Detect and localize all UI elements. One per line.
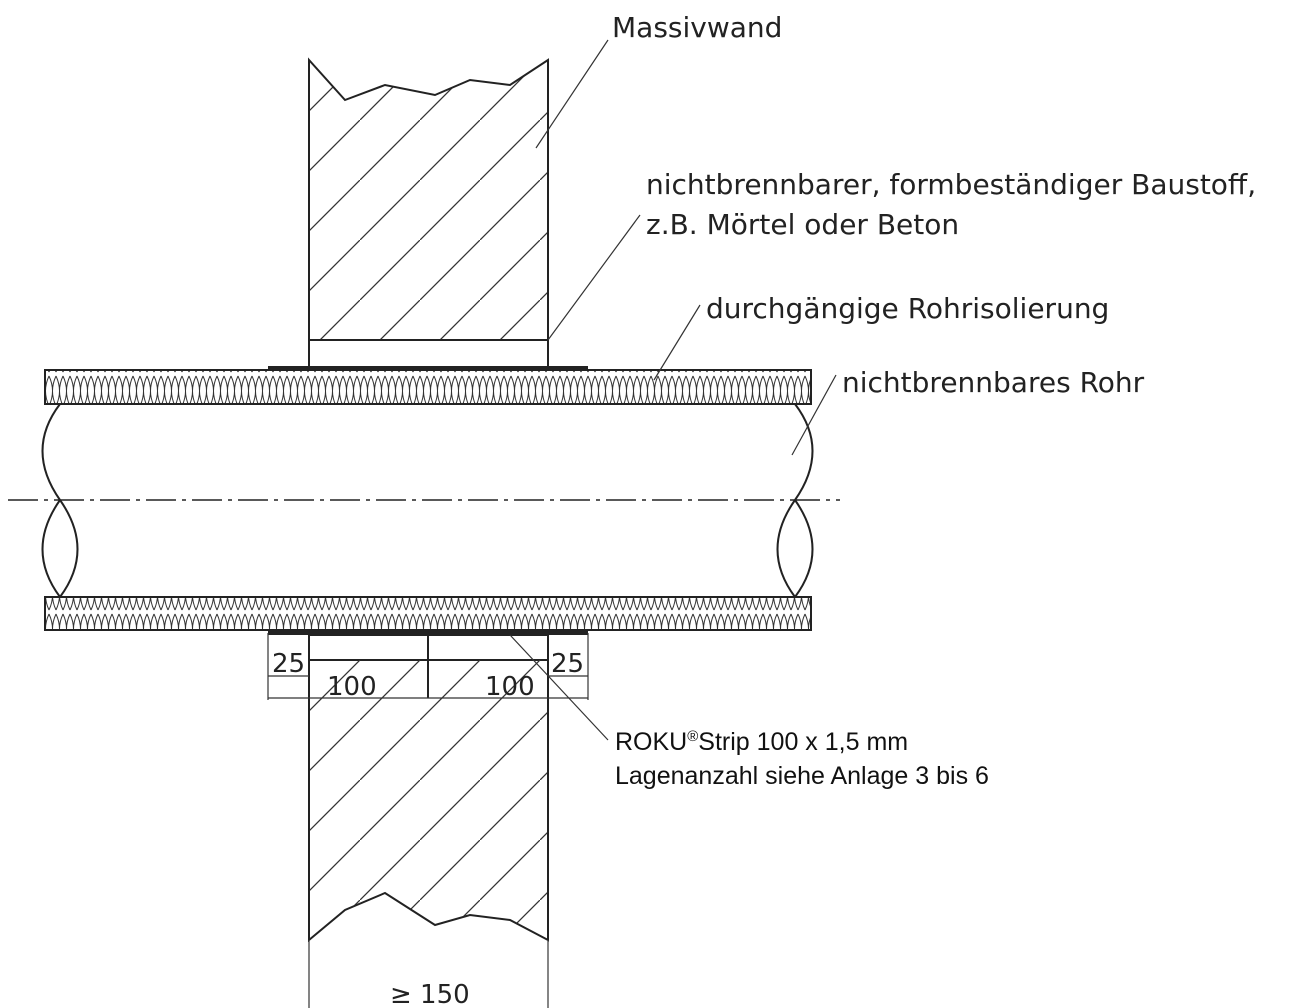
dim-right-offset: 25 (551, 649, 584, 679)
label-roku-strip: ROKU®Strip 100 x 1,5 mm (615, 728, 908, 756)
label-baustoff-line1: nichtbrennbarer, formbeständiger Baustof… (646, 168, 1256, 201)
upper-wall (308, 57, 549, 340)
roku-brand: ROKU (615, 728, 687, 756)
label-baustoff-line2: z.B. Mörtel oder Beton (646, 208, 959, 241)
dimensions (267, 633, 589, 1008)
label-massivwand: Massivwand (612, 11, 782, 44)
dim-wall-thickness: ≥ 150 (390, 980, 470, 1008)
label-rohrisolierung: durchgängige Rohrisolierung (706, 292, 1109, 325)
upper-pipe-insulation (44, 369, 812, 405)
lower-pipe-insulation (44, 596, 812, 631)
label-rohr: nichtbrennbares Rohr (842, 366, 1145, 399)
roku-registered-mark: ® (687, 728, 698, 745)
dim-strip-right: 100 (485, 672, 535, 702)
lower-wall (308, 660, 549, 943)
label-lagenanzahl: Lagenanzahl siehe Anlage 3 bis 6 (615, 762, 989, 790)
dim-strip-left: 100 (327, 672, 377, 702)
leader-lines (509, 39, 837, 741)
roku-strip-spec: Strip 100 x 1,5 mm (698, 728, 908, 756)
dim-left-offset: 25 (272, 649, 305, 679)
upper-mortar-fill (268, 339, 588, 370)
